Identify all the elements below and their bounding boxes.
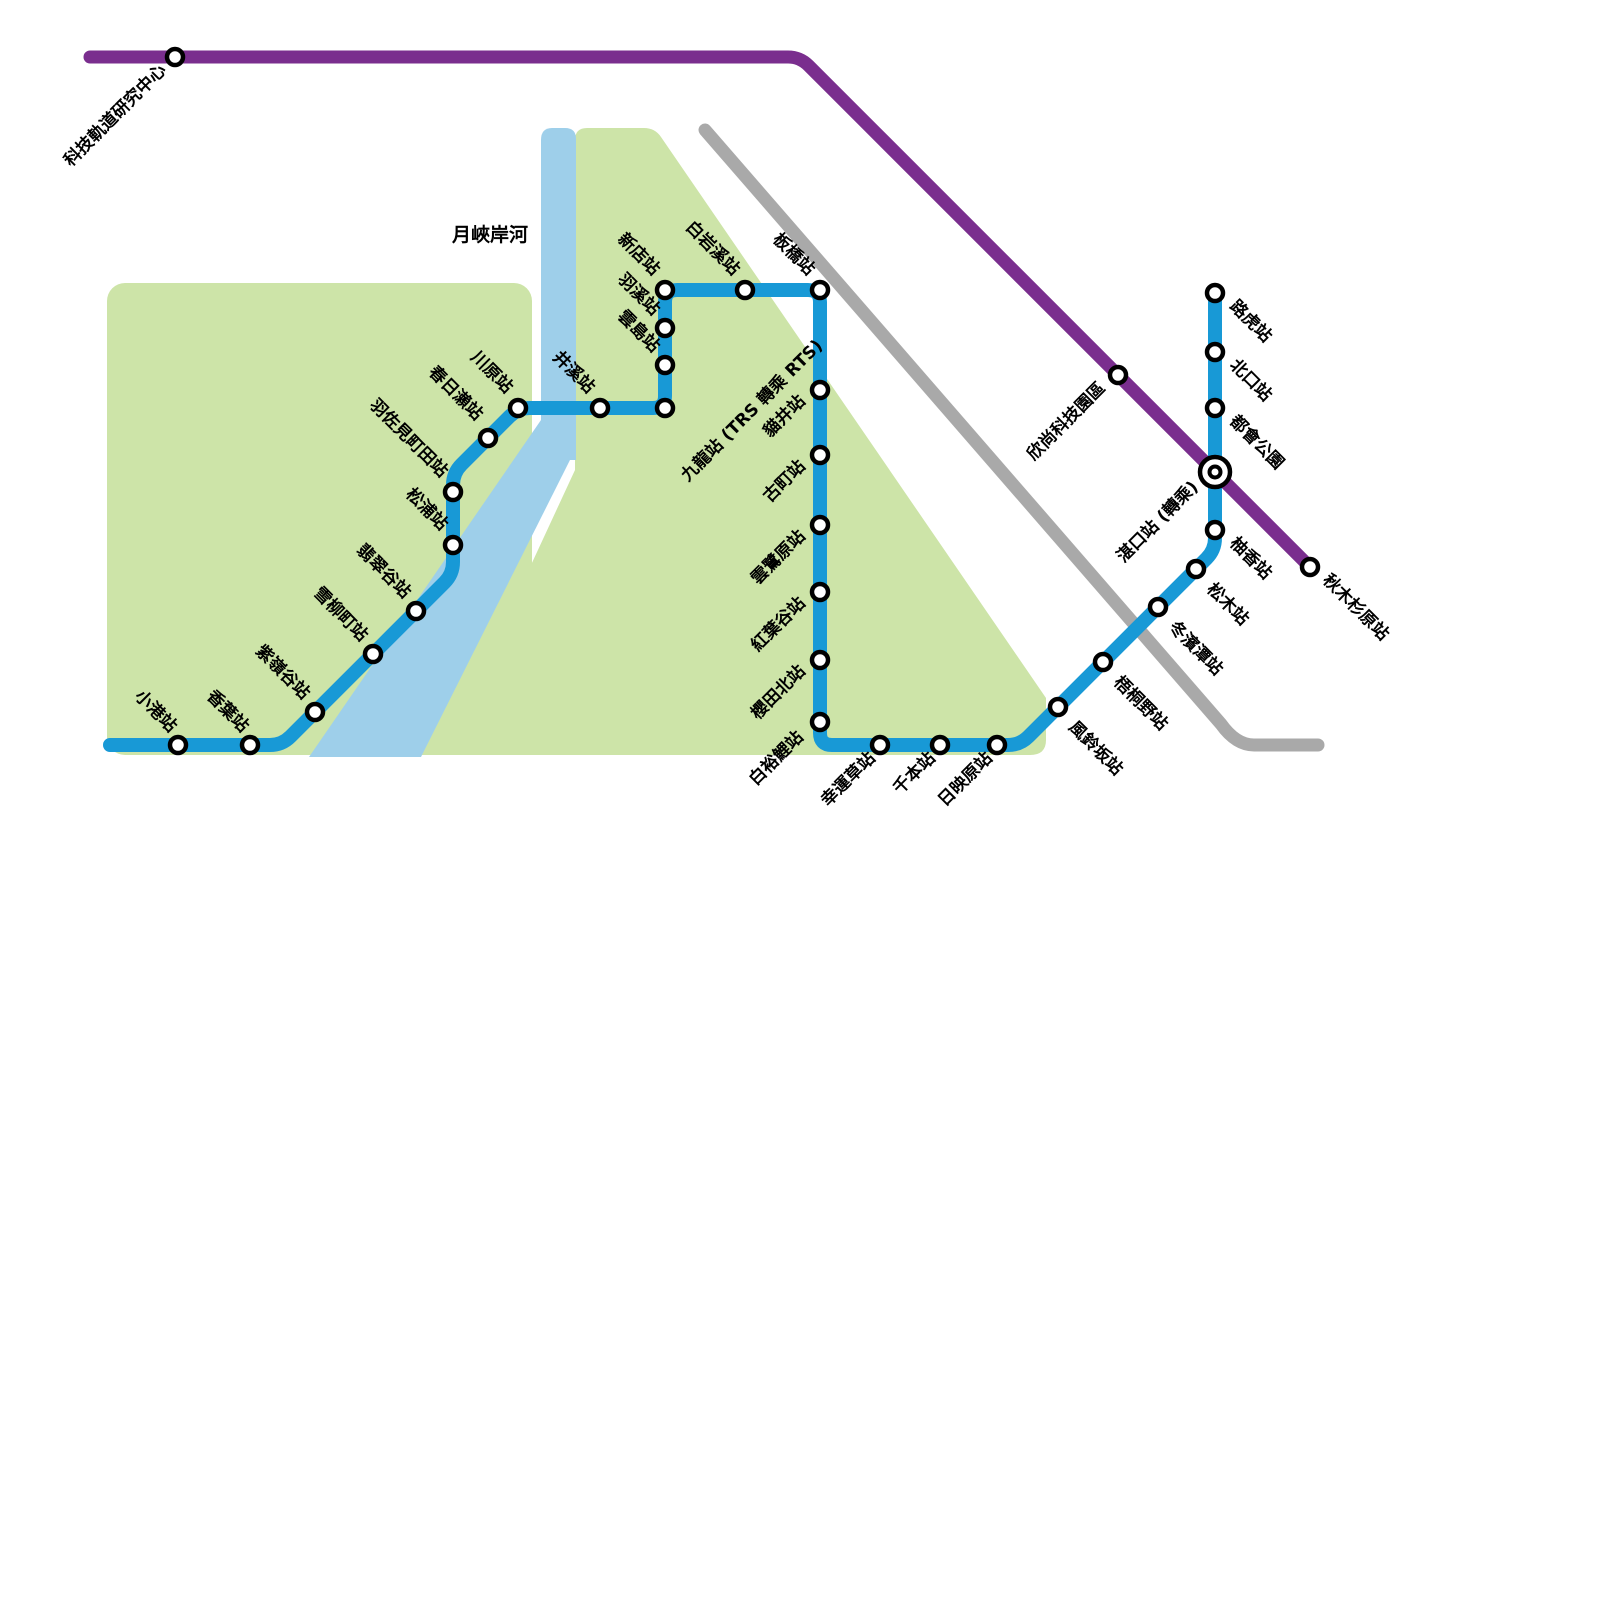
station-dot — [1047, 696, 1069, 718]
station-label: 幸運草站 — [817, 748, 880, 811]
station-label: 秋木杉原站 — [1318, 570, 1393, 645]
park-left — [107, 283, 532, 755]
station-dot — [809, 649, 831, 671]
regional-line-path — [698, 123, 1325, 752]
tech-line-stations — [164, 46, 1321, 578]
station-dot — [1092, 651, 1114, 673]
station-dot — [589, 397, 611, 419]
station-dot — [1204, 519, 1226, 541]
station-dot — [405, 600, 427, 622]
station-dot — [929, 734, 951, 756]
station-dot — [654, 397, 676, 419]
station-label: 千本站 — [889, 748, 940, 799]
tech-line-path — [83, 50, 1317, 574]
station-dot — [167, 734, 189, 756]
station-dot — [1204, 341, 1226, 363]
station-dot — [809, 379, 831, 401]
station-label: 柚香站 — [1225, 533, 1276, 584]
station-dot — [442, 534, 464, 556]
station-label: 都會公園 — [1225, 410, 1289, 474]
station-dot — [1204, 397, 1226, 419]
station-dot — [809, 514, 831, 536]
station-label: 科技軌道研究中心 — [60, 60, 171, 171]
station-dot — [869, 734, 891, 756]
station-dot — [239, 734, 261, 756]
station-label: 風鈴坂站 — [1064, 717, 1127, 780]
station-dot — [1185, 558, 1207, 580]
interchange-station-dot — [1197, 454, 1233, 490]
station-dot — [654, 279, 676, 301]
station-dot — [362, 643, 384, 665]
station-dot — [304, 701, 326, 723]
station-dot — [809, 279, 831, 301]
station-label: 松木站 — [1202, 579, 1253, 630]
station-dot — [1299, 556, 1321, 578]
station-dot — [654, 354, 676, 376]
station-label: 湛口站 (轉乘) — [1112, 477, 1202, 567]
river-upper — [541, 128, 576, 460]
station-dot — [654, 317, 676, 339]
station-label: 路虎站 — [1225, 296, 1276, 347]
park-central — [443, 128, 1046, 755]
station-dot — [809, 581, 831, 603]
station-label: 日映原站 — [934, 748, 997, 811]
main-line-stations — [167, 279, 1226, 756]
station-dot — [809, 711, 831, 733]
main-line-path — [103, 283, 1222, 752]
station-dot — [986, 734, 1008, 756]
station-label: 欣尚科技園區 — [1023, 378, 1110, 465]
station-dot — [1107, 364, 1129, 386]
station-dot — [1147, 596, 1169, 618]
station-dot — [442, 481, 464, 503]
river-label: 月峽岸河 — [451, 223, 528, 246]
station-label: 梧桐野站 — [1109, 672, 1172, 735]
station-dot — [1204, 282, 1226, 304]
station-dot — [507, 397, 529, 419]
station-dot — [734, 279, 756, 301]
station-label: 北口站 — [1225, 355, 1276, 406]
station-dot — [164, 46, 186, 68]
station-dot — [477, 427, 499, 449]
station-dot — [809, 444, 831, 466]
